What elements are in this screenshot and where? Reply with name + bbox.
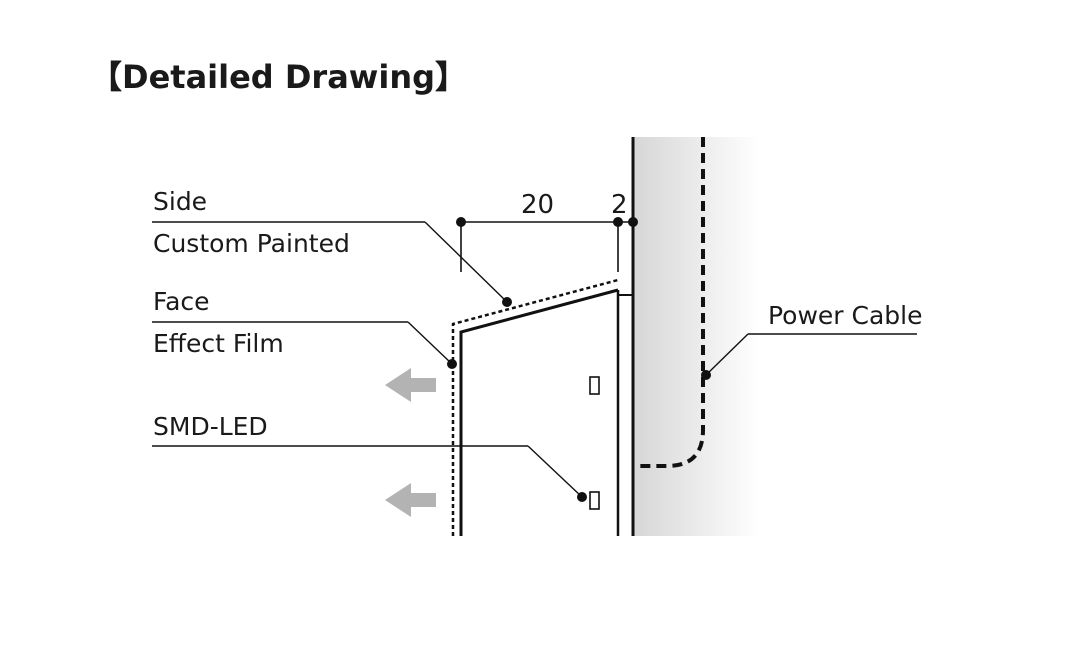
power-cable-line xyxy=(633,137,705,468)
power-cable-label: Power Cable xyxy=(768,301,923,330)
light-arrow-lower-icon xyxy=(385,483,436,517)
smd-led-label: SMD-LED xyxy=(153,412,268,441)
face-leader-diagonal xyxy=(407,321,453,365)
smd-led-leader-diagonal xyxy=(527,445,583,498)
led-chip-lower xyxy=(589,491,600,510)
dimension-depth-label: 20 xyxy=(521,190,554,220)
side-label: Side xyxy=(153,187,207,216)
sign-body-outline xyxy=(459,288,619,536)
light-arrow-upper-icon xyxy=(385,368,436,402)
dimension-dot-mid xyxy=(613,217,623,227)
dimension-dot-left xyxy=(456,217,466,227)
side-leader-dot xyxy=(502,297,512,307)
dimension-gap-label: 2 xyxy=(611,190,628,220)
wall-surface xyxy=(633,137,760,536)
dimension-dot-right xyxy=(628,217,638,227)
face-sublabel: Effect Film xyxy=(153,329,284,358)
side-sublabel: Custom Painted xyxy=(153,229,350,258)
face-leader-dot xyxy=(447,359,457,369)
face-label: Face xyxy=(153,287,210,316)
power-cable-leader-dot xyxy=(701,370,711,380)
led-chip-upper xyxy=(589,376,600,395)
power-cable-leader-diagonal xyxy=(705,333,749,376)
side-paint-dashed-line xyxy=(451,278,619,536)
side-leader-diagonal xyxy=(424,221,508,303)
page-title: 【Detailed Drawing】 xyxy=(90,58,467,96)
smd-led-leader-dot xyxy=(577,492,587,502)
